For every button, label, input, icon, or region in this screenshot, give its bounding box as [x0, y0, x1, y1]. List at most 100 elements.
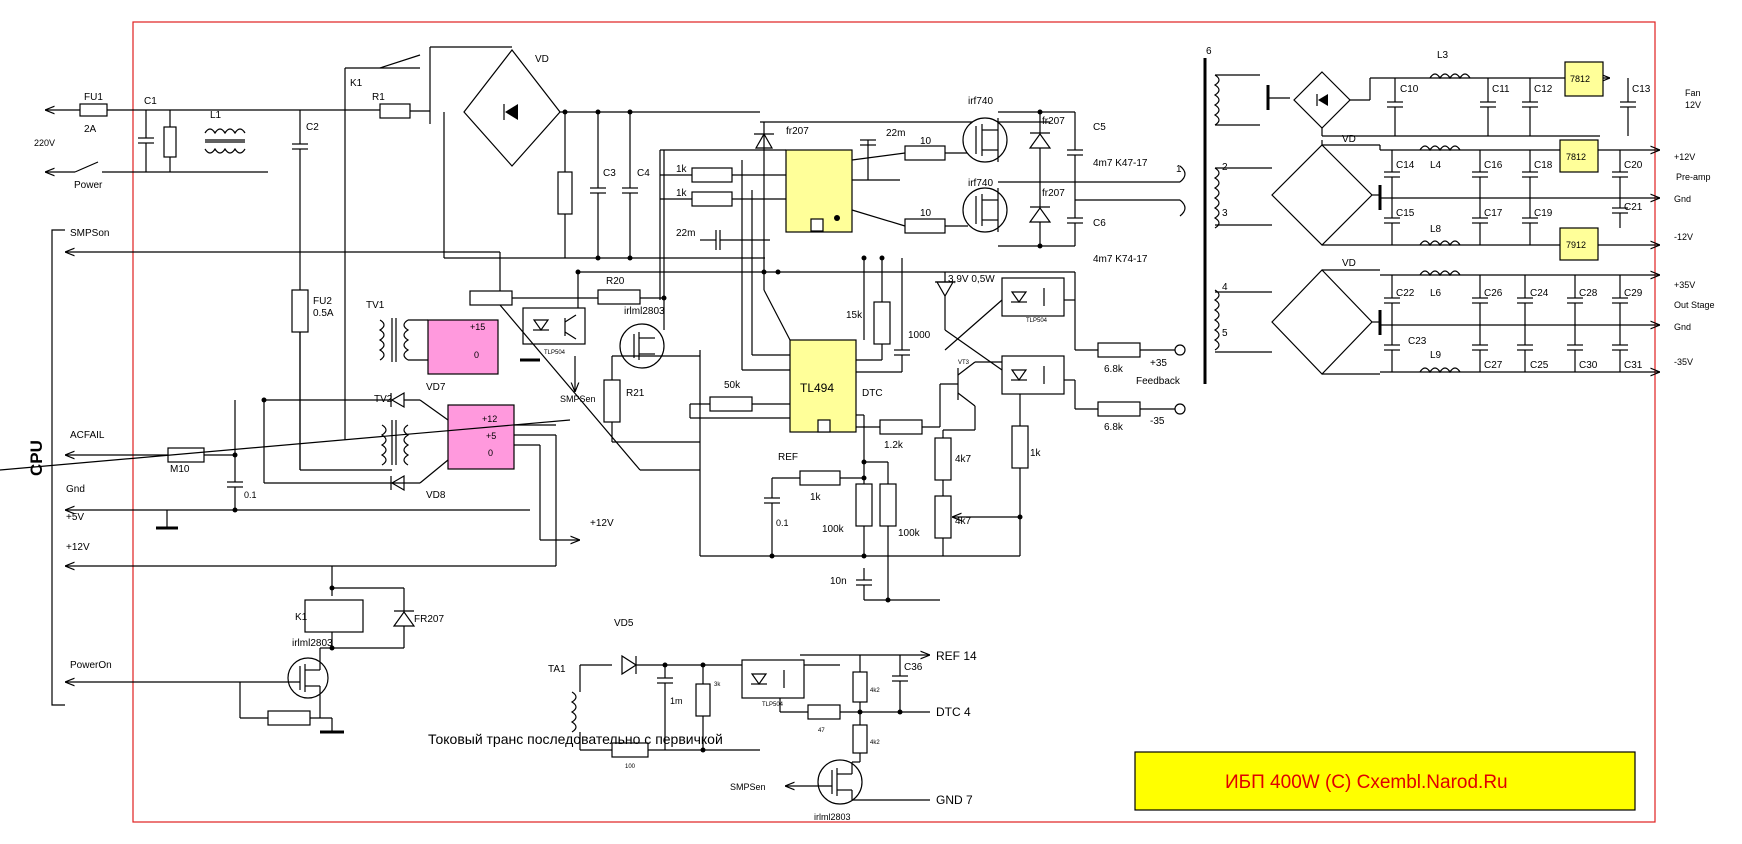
label-ref14: REF 14: [936, 649, 977, 663]
resistor-3k: [695, 683, 711, 717]
label-gnd-b: Gnd: [1674, 322, 1691, 332]
mosfet-irf740-bottom: [962, 187, 1008, 233]
resistor-4k7-a: [934, 437, 952, 481]
label-fan: Fan: [1685, 88, 1701, 98]
label-100k-b: 100k: [898, 528, 921, 539]
label-vd: VD: [535, 54, 549, 65]
label-c6: C6: [1093, 218, 1106, 229]
label-zener: 3,9V 0,5W: [948, 274, 995, 285]
label-l8: L8: [1430, 224, 1442, 235]
label-c-01: 0.1: [244, 490, 257, 500]
label-ctrl-smpsen: SMPSen: [560, 394, 596, 404]
resistor-100k-b: [879, 483, 897, 527]
label-ctrl-01: 0.1: [776, 518, 789, 528]
label-gnd7: GND 7: [936, 793, 973, 807]
label-fan-v: 12V: [1685, 100, 1701, 110]
feedback-stage: [934, 272, 1186, 556]
label-fr207: FR207: [414, 614, 444, 625]
resistor-47: [807, 704, 841, 720]
label-feedback: Feedback: [1136, 376, 1181, 387]
label-ic1-0: 0: [474, 350, 479, 360]
label-15k: 15k: [846, 310, 863, 321]
label-gnd: Gnd: [66, 484, 85, 495]
inductor-l1: [204, 128, 246, 135]
regulator-ic-12v-5v: [447, 404, 515, 470]
label-c23: C23: [1408, 336, 1427, 347]
label-l3: L3: [1437, 50, 1449, 61]
label-vd8: VD8: [426, 490, 446, 501]
label-irf740-bottom: irf740: [968, 178, 993, 189]
potentiometer-4k7: [934, 495, 952, 539]
label-c14: C14: [1396, 160, 1415, 171]
opto-tlp504-top: [1001, 277, 1065, 317]
label-drv-22m-b: 22m: [676, 228, 695, 239]
label-ctrl-mosfet: irlml2803: [624, 306, 665, 317]
label-c15: C15: [1396, 208, 1415, 219]
label-r1: R1: [372, 92, 385, 103]
label-m35v: -35V: [1674, 357, 1693, 367]
label-10n: 10n: [830, 576, 847, 587]
label-reg1: 7812: [1570, 74, 1590, 84]
label-c2: C2: [306, 122, 319, 133]
label-fu2: FU2: [313, 296, 332, 307]
mosfet-control: [619, 323, 665, 369]
label-47: 47: [818, 728, 825, 734]
regulator-7912: [1559, 227, 1599, 261]
label-vd5: VD5: [614, 618, 634, 629]
relay-stage: [65, 566, 416, 734]
resistor-1k-ref: [799, 470, 841, 486]
label-w2: 2: [1222, 162, 1228, 173]
label-c18: C18: [1534, 160, 1553, 171]
label-c21: C21: [1624, 202, 1643, 213]
label-p35: +35: [1150, 358, 1167, 369]
label-w3: 3: [1222, 208, 1228, 219]
label-opto1: TLP504: [544, 350, 566, 356]
label-tl494: TL494: [800, 381, 834, 395]
label-3k: 3k: [714, 682, 721, 688]
label-100k-a: 100k: [822, 524, 845, 535]
label-cur-smpsen: SMPSen: [730, 782, 766, 792]
label-w4: 4: [1222, 282, 1228, 293]
label-ic2-p12: +12: [482, 414, 497, 424]
label-dtc4: DTC 4: [936, 705, 971, 719]
label-gnd-a: Gnd: [1674, 194, 1691, 204]
opto-tlp504-bottom: [1001, 355, 1065, 395]
label-tv1: TV1: [366, 300, 385, 311]
label-c13: C13: [1632, 84, 1651, 95]
label-p12v: +12V: [1674, 152, 1695, 162]
input-stage: [45, 46, 765, 470]
resistor-r21: [603, 379, 621, 423]
tl494-ic: [789, 339, 857, 433]
resistor-r1: [379, 103, 411, 119]
resistor-4k2-a: [852, 671, 868, 703]
resistor-1k-b: [691, 191, 733, 207]
label-m10: M10: [170, 464, 190, 475]
standby-stage: [65, 252, 580, 566]
current-transformer-note: Токовый транс последовательно с первичко…: [428, 731, 723, 747]
label-dtc: DTC: [862, 388, 883, 399]
label-power: Power: [74, 180, 103, 191]
label-c20: C20: [1624, 160, 1643, 171]
diagram-frame: [132, 21, 1656, 823]
label-c24: C24: [1530, 288, 1549, 299]
label-50k: 50k: [724, 380, 741, 391]
transformer-tv2: [380, 424, 387, 466]
label-drv-1k-a: 1k: [676, 164, 688, 175]
label-ta1: TA1: [548, 664, 566, 675]
mosfet-relay: [287, 657, 329, 699]
label-c27: C27: [1484, 360, 1503, 371]
label-reg2: 7812: [1566, 152, 1586, 162]
label-w5: 5: [1222, 328, 1228, 339]
label-fb-1k: 1k: [1030, 448, 1042, 459]
cpu-label: CPU: [27, 440, 46, 476]
label-cur-opto: TLP504: [762, 702, 784, 708]
label-smps-on: SMPSon: [70, 228, 109, 239]
label-12v: +12V: [66, 542, 90, 553]
label-d-bot: fr207: [1042, 188, 1065, 199]
label-tv2: TV2: [374, 394, 393, 405]
resistor-1k-a: [691, 167, 733, 183]
resistor-15k: [873, 301, 891, 345]
label-r20: R20: [606, 276, 625, 287]
label-4k2-a: 4k2: [870, 688, 880, 694]
